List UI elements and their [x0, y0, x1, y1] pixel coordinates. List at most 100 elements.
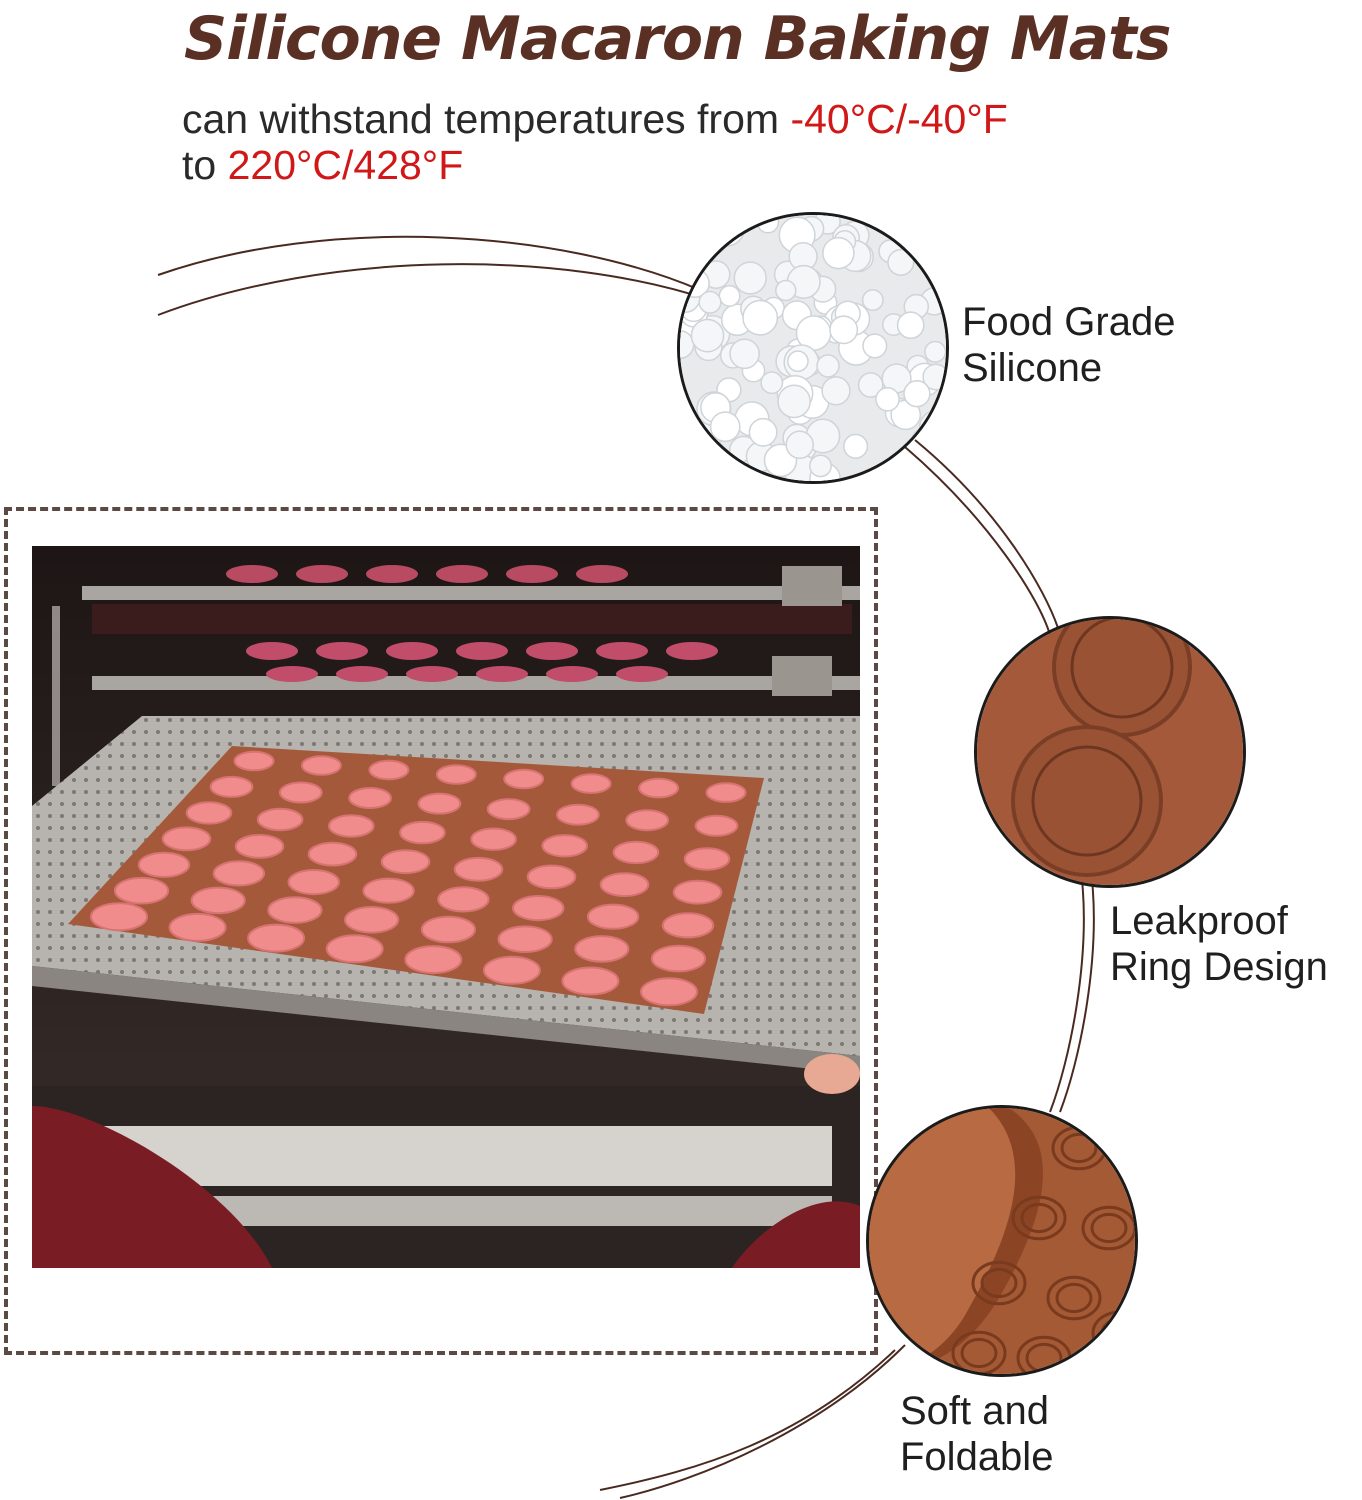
macaron-shell [168, 912, 227, 942]
macaron-shell [404, 945, 463, 975]
macaron-shell [233, 750, 275, 772]
macaron-shell [561, 966, 620, 996]
macaron-shell [256, 807, 304, 832]
ring-imprint [980, 1267, 1018, 1299]
pellet [809, 454, 832, 478]
pellet [903, 380, 931, 408]
macaron-shell [278, 781, 323, 804]
pellet [775, 279, 797, 302]
feature-label: Food Grade [962, 300, 1176, 344]
feature-soft-foldable: Soft and Foldable [900, 1388, 1053, 1480]
macaron-shell [661, 912, 715, 939]
pellet [698, 290, 722, 314]
macaron-shell [328, 814, 375, 838]
macaron-shell [705, 782, 747, 803]
macaron-shell [497, 925, 553, 954]
macaron-shell [325, 934, 384, 964]
macaron-shell [453, 856, 504, 882]
pellet [861, 289, 884, 312]
subtitle-mid: to [182, 142, 228, 188]
ring-imprint [1011, 1195, 1067, 1241]
ring-imprint [971, 1260, 1027, 1306]
macaron-shell [234, 834, 285, 859]
pellet [748, 417, 778, 447]
ring-imprint [1081, 1205, 1135, 1251]
feature-label: Silicone [962, 346, 1103, 390]
macaron-shell [417, 792, 462, 815]
temp-high: 220°C/428°F [227, 142, 464, 188]
macaron-shell [650, 944, 707, 973]
macaron-shell [470, 827, 517, 851]
macaron-shell [574, 935, 630, 963]
macaron-shell [362, 877, 415, 904]
pellet [857, 372, 884, 398]
feature-label: Soft and [900, 1389, 1050, 1433]
ring-imprint [1090, 1212, 1128, 1244]
macaron-shell [599, 872, 650, 898]
temp-low: -40°C/-40°F [790, 96, 1008, 142]
page-title: Silicone Macaron Baking Mats [184, 4, 1171, 74]
macaron-shell [212, 860, 266, 887]
macaron-shell [541, 834, 589, 858]
pellet [822, 236, 855, 270]
pellet [816, 354, 840, 378]
pellet [742, 299, 779, 336]
macaron-shell [638, 777, 680, 799]
macaron-shell [399, 820, 446, 845]
macaron-shell [368, 759, 410, 781]
feature-food-grade: Food Grade Silicone [962, 299, 1175, 391]
pellet [821, 376, 851, 406]
rolled-mat-icon [866, 1105, 1138, 1377]
macaron-shell [694, 814, 739, 837]
pellet [862, 333, 888, 359]
feature-label: Leakproof [1110, 899, 1288, 943]
macaron-shell [420, 915, 476, 944]
photo-dashed-frame [4, 507, 878, 1355]
pellet [690, 318, 725, 353]
ring-imprint [1020, 1202, 1058, 1234]
pellet [922, 363, 946, 391]
macaron-shell [503, 768, 545, 790]
macaron-shell [512, 895, 565, 922]
macaron-shell [90, 902, 148, 932]
macaron-shell [486, 798, 531, 821]
macaron-shell [482, 955, 541, 985]
silicone-pellets-icon [677, 212, 949, 484]
macaron-shell [556, 803, 600, 826]
macaron-shell [672, 879, 723, 905]
macaron-shell [570, 773, 612, 794]
pellet [843, 433, 869, 459]
macaron-shell [437, 886, 490, 913]
pellet [760, 371, 784, 395]
pellet [896, 311, 925, 340]
macaron-shell [683, 847, 731, 871]
pellet [924, 340, 946, 363]
pellet [709, 411, 741, 443]
oven-macaron-photo [32, 546, 860, 1268]
macaron-shell [625, 809, 670, 832]
macaron-shell [307, 841, 358, 867]
pellet [887, 248, 915, 276]
temperature-subtitle: can withstand temperatures from -40°C/-4… [182, 96, 1008, 188]
pellet [829, 315, 859, 345]
ring-imprint [1060, 1132, 1098, 1164]
macaron-shell [267, 896, 323, 924]
subtitle-prefix: can withstand temperatures from [182, 96, 791, 142]
pellet [718, 284, 741, 307]
macaron-shell [137, 851, 191, 878]
pellet [875, 386, 900, 412]
macaron-shell [161, 826, 212, 852]
macaron-shell [640, 977, 698, 1007]
macaron-shell [209, 775, 254, 798]
macaron-shell [380, 849, 431, 875]
pellet [733, 261, 767, 295]
macaron-shell [526, 864, 577, 890]
macaron-shell [612, 840, 660, 865]
ring-mold-icon [974, 616, 1246, 888]
pellet [777, 384, 811, 419]
macaron-shell [344, 906, 400, 934]
macaron-shell [348, 787, 393, 809]
ring-imprint [1055, 1282, 1093, 1314]
pellet [787, 350, 809, 373]
